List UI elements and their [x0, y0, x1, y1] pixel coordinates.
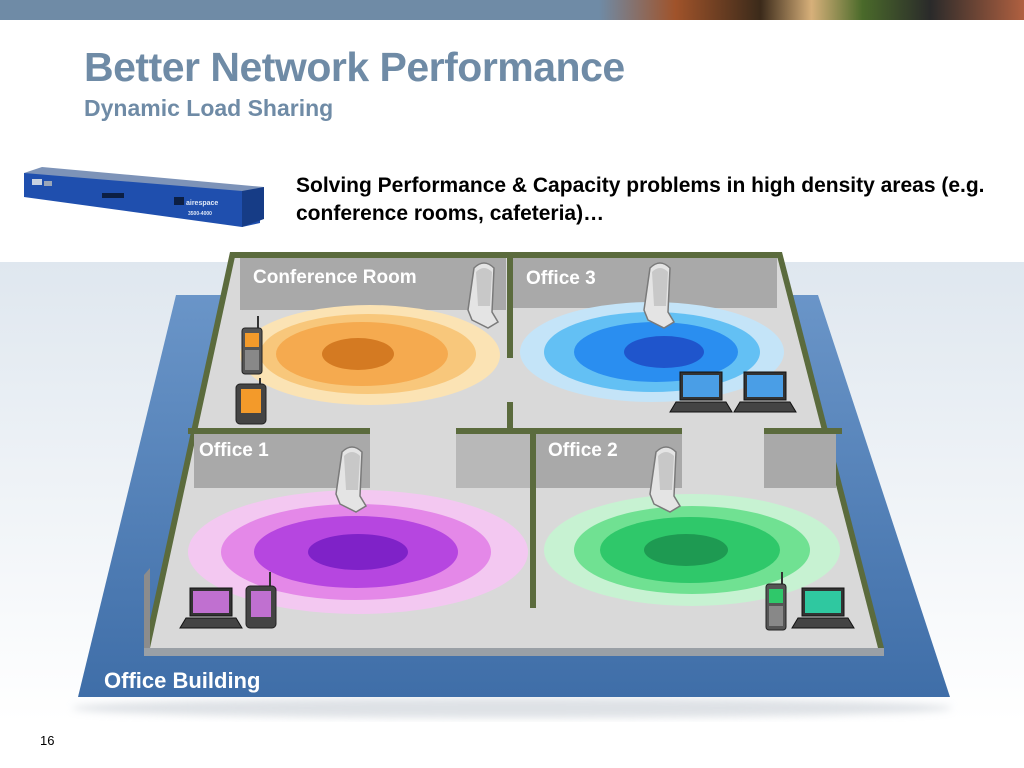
page-number: 16 [40, 733, 55, 748]
controller-port [44, 181, 52, 186]
coverage-core [308, 534, 408, 570]
room-label-office2: Office 2 [548, 440, 618, 461]
controller-logo-mark [174, 197, 184, 205]
coverage-office1 [188, 490, 528, 614]
pda-icon [235, 378, 267, 425]
coverage-core [644, 534, 728, 566]
coverage-conference [240, 305, 500, 405]
wall-office1-top [188, 428, 370, 434]
wall-center-mid [507, 402, 513, 432]
coverage-core [322, 338, 394, 370]
coverage-office2 [544, 494, 840, 606]
wall-face-hall [456, 434, 530, 488]
wall-left [144, 252, 236, 648]
laptop-icon [733, 371, 797, 413]
phone-icon [241, 316, 263, 375]
wall-back [230, 252, 782, 258]
laptop-icon [179, 587, 243, 629]
pda-icon [245, 572, 277, 629]
controller-side [242, 187, 264, 227]
laptop-icon [669, 371, 733, 413]
wall-face-conference [240, 258, 506, 310]
access-point-icon [335, 446, 368, 513]
top-banner [0, 0, 1024, 20]
wall-face-right [764, 434, 836, 488]
wall-right-top [764, 428, 842, 434]
access-point-icon [643, 262, 676, 329]
room-label-conference: Conference Room [253, 267, 417, 288]
coverage-core [624, 336, 704, 368]
phone-icon [765, 572, 787, 631]
slide-subtitle: Dynamic Load Sharing [84, 95, 334, 121]
wall-office2-left [530, 432, 536, 608]
controller-slot [102, 193, 124, 198]
slide-title: Better Network Performance [84, 44, 625, 90]
room-label-office3: Office 3 [526, 268, 596, 289]
wall-center-upper [507, 258, 513, 358]
laptop-icon [791, 587, 855, 629]
wall-face-left-low [144, 568, 150, 648]
controller-front [24, 173, 260, 227]
wall-faces [144, 258, 836, 648]
wireless-controller-image: airespace 3500-4000 [24, 167, 264, 227]
controller-port [32, 179, 42, 185]
banner-photo-strip [599, 0, 1024, 20]
access-point-icon [467, 262, 500, 329]
wall-front-edge [144, 648, 884, 656]
building-label: Office Building [104, 668, 260, 693]
room-label-office1: Office 1 [199, 440, 269, 461]
slide-body-text: Solving Performance & Capacity problems … [296, 174, 985, 225]
building-shadow [72, 698, 952, 718]
controller-model: 3500-4000 [188, 211, 212, 217]
access-point-icon [649, 446, 682, 513]
wall-office2-top [456, 428, 682, 434]
controller-brand: airespace [186, 200, 218, 207]
